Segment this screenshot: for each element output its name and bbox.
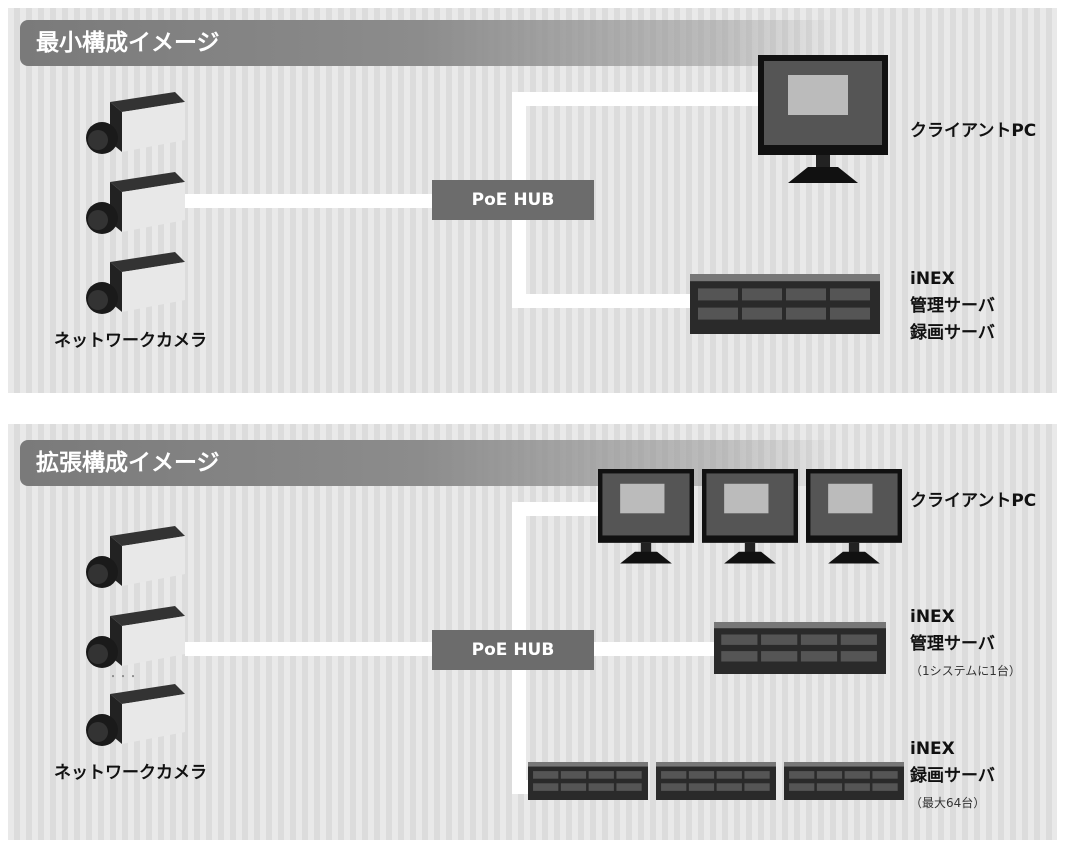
extended-config-panel: 拡張構成イメージ PoE HUB ・・・ ネットワークカメラ クライアントPC … bbox=[8, 424, 1057, 840]
network-camera-icon bbox=[80, 604, 190, 674]
client-label: クライアントPC bbox=[910, 491, 1037, 511]
management-server-label: iNEX 管理サーバ （1システムに1台） bbox=[910, 604, 1021, 685]
recording-server-icon bbox=[656, 762, 776, 800]
client-label: クライアントPC bbox=[910, 121, 1037, 141]
server-label-line: 管理サーバ bbox=[910, 296, 995, 316]
connector-line bbox=[512, 294, 702, 308]
management-server-icon bbox=[714, 622, 886, 674]
client-pc-icon bbox=[806, 460, 902, 574]
label-note: （1システムに1台） bbox=[910, 664, 1021, 678]
camera-label: ネットワークカメラ bbox=[54, 331, 207, 351]
recording-server-icon bbox=[528, 762, 648, 800]
network-camera-icon bbox=[80, 250, 190, 320]
label-note: （最大64台） bbox=[910, 796, 986, 810]
label-line: iNEX bbox=[910, 607, 955, 627]
server-icon bbox=[690, 274, 880, 334]
minimal-config-panel: 最小構成イメージ PoE HUB ネットワークカメラ クライアントPC iNEX… bbox=[8, 8, 1057, 393]
network-camera-icon bbox=[80, 170, 190, 240]
client-pc-icon bbox=[598, 460, 694, 574]
section-title: 最小構成イメージ bbox=[20, 20, 1020, 66]
camera-label: ネットワークカメラ bbox=[54, 763, 207, 783]
network-camera-icon bbox=[80, 682, 190, 752]
section-title: 拡張構成イメージ bbox=[20, 440, 1020, 486]
server-label-line: 録画サーバ bbox=[910, 323, 995, 343]
recording-server-icon bbox=[784, 762, 904, 800]
server-label-line: iNEX bbox=[910, 269, 955, 289]
recording-server-label: iNEX 録画サーバ （最大64台） bbox=[910, 736, 995, 817]
label-line: 録画サーバ bbox=[910, 766, 995, 786]
ellipsis: ・・・ bbox=[108, 672, 138, 683]
server-label: iNEX 管理サーバ 録画サーバ bbox=[910, 266, 995, 347]
connector-line bbox=[512, 92, 762, 106]
client-pc-icon bbox=[702, 460, 798, 574]
poe-hub: PoE HUB bbox=[432, 630, 594, 670]
label-line: iNEX bbox=[910, 739, 955, 759]
network-camera-icon bbox=[80, 90, 190, 160]
connector-line bbox=[185, 194, 435, 208]
client-pc-icon bbox=[758, 40, 888, 200]
connector-line bbox=[512, 502, 612, 516]
network-camera-icon bbox=[80, 524, 190, 594]
connector-line bbox=[594, 642, 724, 656]
connector-line bbox=[185, 642, 435, 656]
label-line: 管理サーバ bbox=[910, 634, 995, 654]
poe-hub: PoE HUB bbox=[432, 180, 594, 220]
